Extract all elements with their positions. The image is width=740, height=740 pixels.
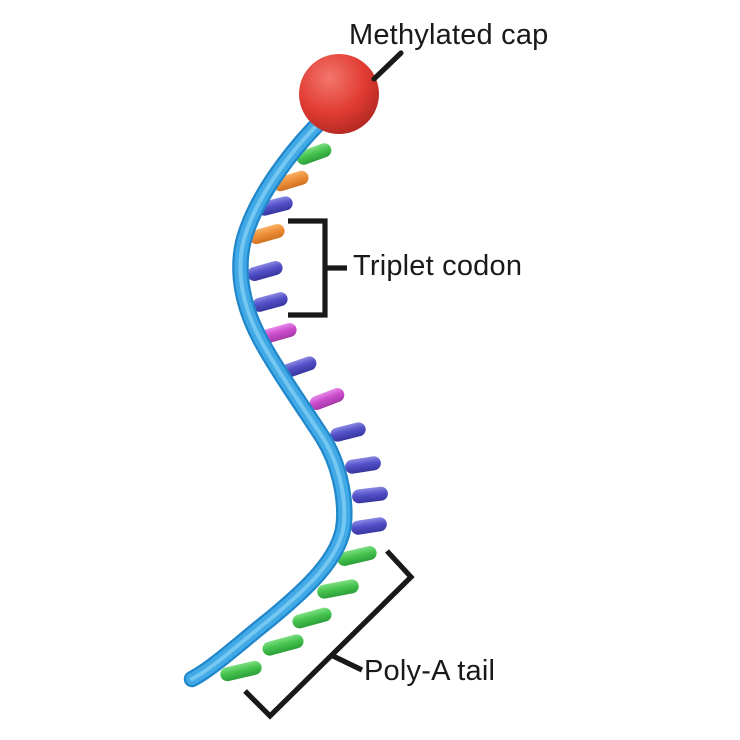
methylated-cap-sphere — [299, 54, 379, 134]
poly-a-bracket — [243, 549, 415, 720]
base-17-green — [262, 634, 304, 656]
base-9-magenta — [309, 388, 345, 410]
base-2-orange — [273, 170, 309, 192]
triplet-codon-label: Triplet codon — [353, 250, 523, 282]
base-10-indigo — [330, 422, 366, 442]
base-7-magenta — [261, 322, 297, 344]
mrna-strand — [183, 113, 353, 688]
mrna-strand-highlight — [190, 120, 347, 681]
base-6-indigo — [252, 292, 288, 312]
cap-leader-line — [371, 50, 404, 82]
base-5-indigo — [247, 260, 283, 282]
base-4-orange — [249, 223, 285, 245]
base-16-green — [292, 607, 332, 629]
base-12-indigo — [352, 486, 388, 504]
bases — [220, 143, 388, 682]
base-18-green — [220, 660, 262, 682]
base-13-indigo — [351, 517, 387, 535]
base-15-green — [317, 579, 359, 599]
base-14-green — [337, 546, 377, 566]
base-8-indigo — [281, 356, 317, 378]
triplet-codon-bracket — [288, 218, 347, 318]
base-1-green — [296, 143, 332, 165]
base-11-indigo — [345, 456, 381, 474]
methylated-cap-label: Methylated cap — [349, 19, 549, 51]
poly-a-tail-label: Poly-A tail — [364, 655, 496, 687]
